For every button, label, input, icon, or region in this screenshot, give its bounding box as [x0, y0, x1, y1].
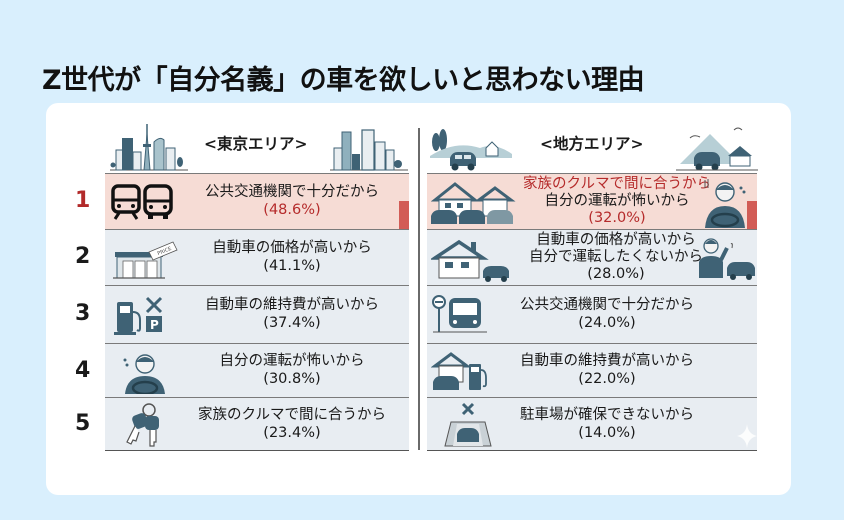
reason-text: 自動車の価格が高いから 自分で運転したくないから (28.0%) [505, 232, 727, 283]
svg-text:P: P [150, 318, 159, 332]
reason-text: 駐車場が確保できないから (14.0%) [487, 406, 727, 442]
reason-text: 自動車の維持費が高いから (22.0%) [487, 352, 727, 388]
reason-percent: (14.0%) [578, 425, 636, 441]
reason-percent: (48.6%) [263, 202, 321, 218]
svg-text:PRICE: PRICE [157, 246, 173, 257]
reason-label: 公共交通機関で十分だから [520, 297, 694, 313]
tokyo-row-4: 4 自分の運転が怖いから (30.8%) [75, 343, 409, 397]
highlight-bar [747, 201, 757, 229]
reason-text: 家族のクルマで間に合うから 自分の運転が怖いから (32.0%) [507, 176, 727, 227]
reason-label-line2: 自分の運転が怖いから [544, 193, 690, 209]
bus-stop-icon [432, 295, 487, 333]
rank-number: 4 [75, 358, 91, 383]
rural-row-2: 自動車の価格が高いから 自分で運転したくないから (28.0%) [427, 229, 757, 285]
gas-tools-parking-icon: P [114, 296, 163, 335]
rank-number: 5 [75, 411, 91, 436]
reason-label-line1: 自動車の価格が高いから [536, 232, 696, 248]
no-parking-space-icon [444, 402, 492, 447]
rural-ranking-list: 家族のクルマで間に合うから 自分の運転が怖いから (32.0%) 自動車の価格が… [427, 173, 757, 451]
tokyo-area-label: <東京エリア> [204, 135, 308, 153]
rural-row-3: 公共交通機関で十分だから (24.0%) [427, 285, 757, 343]
car-keys-icon [126, 403, 159, 447]
reason-label: 駐車場が確保できないから [520, 407, 694, 423]
rank-number: 1 [75, 188, 91, 213]
reason-text: 自動車の維持費が高いから (37.4%) [185, 296, 399, 332]
reason-percent: (32.0%) [588, 210, 646, 226]
rural-row-1: 家族のクルマで間に合うから 自分の運転が怖いから (32.0%) [427, 173, 757, 229]
car-dealer-price-icon: PRICE [113, 241, 178, 279]
reason-label-line2: 自分で運転したくないから [529, 249, 703, 265]
area-divider [418, 128, 420, 450]
reason-text: 公共交通機関で十分だから (48.6%) [185, 183, 399, 219]
reason-text: 家族のクルマで間に合うから (23.4%) [185, 406, 399, 442]
reason-text: 自動車の価格が高いから (41.1%) [185, 239, 399, 275]
reason-percent: (30.8%) [263, 371, 321, 387]
tokyo-row-5: 5 家族のクルマで間に合うから (23.4%) [75, 397, 409, 451]
rank-number: 2 [75, 244, 91, 269]
reason-percent: (22.0%) [578, 371, 636, 387]
sparkle-icon [737, 424, 757, 448]
rural-area-header: <地方エリア> [428, 118, 758, 173]
reason-percent: (41.1%) [263, 258, 321, 274]
nervous-driver-icon [123, 354, 165, 394]
reason-percent: (23.4%) [263, 425, 321, 441]
tokyo-row-3: 3 P 自動車の維持費が高いから (37.4%) [75, 285, 409, 343]
house-car-icon [431, 239, 509, 282]
reason-label: 自動車の価格が高いから [212, 240, 372, 256]
reason-label: 公共交通機関で十分だから [205, 184, 379, 200]
train-bus-icon [111, 184, 173, 220]
reason-percent: (24.0%) [578, 315, 636, 331]
reason-label: 自動車の維持費が高いから [520, 353, 694, 369]
tokyo-ranking-list: 1 公共交通機関で十分だから (48.6%) 2 PRIC [70, 173, 409, 451]
reason-label: 自動車の維持費が高いから [205, 297, 379, 313]
nervous-driver-icon [704, 179, 746, 228]
tokyo-row-2: 2 PRICE 自動車の価格が高いから (41.1%) [75, 229, 409, 285]
reason-label: 家族のクルマで間に合うから [197, 407, 387, 423]
city-buildings-icon [330, 129, 408, 171]
mountain-house-car-icon [676, 127, 758, 171]
city-skyline-icon [110, 124, 188, 171]
reason-percent: (37.4%) [263, 315, 321, 331]
house-car-gas-icon [431, 352, 487, 390]
tokyo-row-1: 1 公共交通機関で十分だから (48.6%) [75, 173, 409, 229]
rural-area-label: <地方エリア> [540, 135, 644, 153]
rural-row-5: 駐車場が確保できないから (14.0%) [427, 397, 757, 451]
reason-label-line1: 家族のクルマで間に合うから [522, 176, 712, 192]
person-waving-car-icon [699, 238, 755, 280]
tokyo-area-header: <東京エリア> [108, 118, 408, 173]
reason-label: 自分の運転が怖いから [219, 353, 365, 369]
highlight-bar [399, 201, 409, 229]
rank-number: 3 [75, 301, 91, 326]
page-title: Z世代が「自分名義」の車を欲しいと思わない理由 [42, 65, 645, 96]
rural-row-4: 自動車の維持費が高いから (22.0%) [427, 343, 757, 397]
houses-cars-icon [431, 182, 516, 224]
countryside-car-icon [430, 129, 512, 171]
reason-text: 公共交通機関で十分だから (24.0%) [487, 296, 727, 332]
reason-percent: (28.0%) [587, 266, 645, 282]
reason-text: 自分の運転が怖いから (30.8%) [185, 352, 399, 388]
